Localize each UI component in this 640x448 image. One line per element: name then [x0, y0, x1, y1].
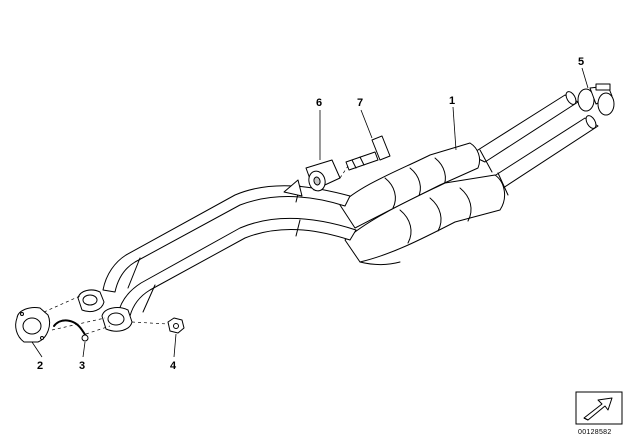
front-pipe-lower	[117, 217, 357, 317]
clamp	[53, 319, 89, 342]
nut	[167, 317, 185, 334]
callout-5: 5	[578, 56, 585, 68]
bolt	[345, 135, 391, 171]
diagram-id: 00128582	[578, 429, 612, 436]
callout-4: 4	[170, 360, 177, 372]
callout-7: 7	[357, 97, 364, 109]
pipe-flange-upper	[77, 289, 105, 313]
pipe-clamp	[577, 83, 615, 116]
front-pipes	[469, 91, 599, 196]
leader-line-5	[581, 67, 589, 89]
arrow-icon	[575, 391, 623, 425]
leader-lines	[31, 67, 589, 358]
assembly-lines	[43, 165, 349, 335]
leader-line-2	[31, 341, 43, 358]
leader-line-4	[173, 333, 177, 358]
leader-line-1	[452, 106, 457, 151]
catalytic-converter-lower	[344, 174, 506, 266]
leader-line-3	[82, 341, 86, 358]
callout-1: 1	[449, 95, 456, 107]
gasket	[15, 307, 51, 343]
callout-2: 2	[37, 360, 44, 372]
pipe-flange-lower	[101, 307, 133, 332]
leader-line-7	[360, 109, 373, 139]
callout-3: 3	[79, 360, 86, 372]
callout-6: 6	[316, 97, 323, 109]
